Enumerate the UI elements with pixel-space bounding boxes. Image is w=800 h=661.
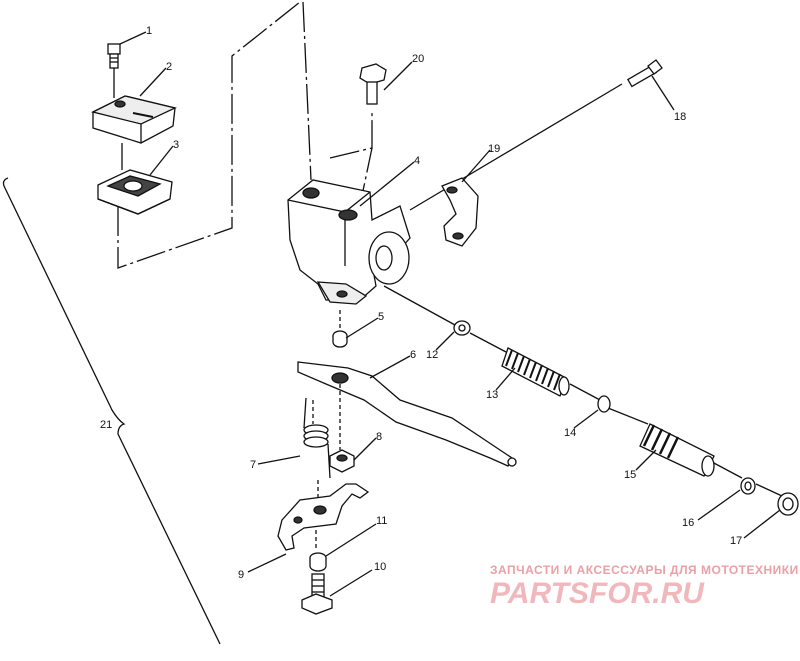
screw-icon <box>107 43 121 69</box>
callout-9: 9 <box>238 569 244 581</box>
callout-11: 11 <box>376 515 387 527</box>
callout-21: 21 <box>100 419 112 431</box>
watermark-tagline: ЗАПЧАСТИ И АКСЕССУАРЫ ДЛЯ МОТОТЕХНИКИ <box>490 563 799 577</box>
watermark-logo: PARTSFOR.RU <box>490 577 705 610</box>
seal-icon <box>740 477 756 495</box>
callout-4: 4 <box>414 155 420 167</box>
piston-icon <box>639 423 715 477</box>
callout-10: 10 <box>374 561 386 573</box>
switch-bracket-icon <box>277 483 370 551</box>
callout-20: 20 <box>412 53 424 65</box>
callout-12: 12 <box>426 349 438 361</box>
callout-13: 13 <box>486 389 498 401</box>
torsion-spring-icon <box>303 397 331 479</box>
bushing-icon <box>332 330 348 348</box>
callout-8: 8 <box>376 431 382 443</box>
bolt-icon <box>301 573 333 615</box>
callout-5: 5 <box>378 311 384 323</box>
diaphragm-icon <box>97 169 173 215</box>
callout-15: 15 <box>624 469 636 481</box>
circlip-icon <box>597 395 611 413</box>
piston-spring-icon <box>501 347 570 397</box>
brake-lever-icon <box>297 361 517 467</box>
callout-labels: 1 2 3 4 5 6 7 8 9 10 11 12 13 14 15 16 1… <box>100 25 742 581</box>
callout-19: 19 <box>488 143 500 155</box>
callout-18: 18 <box>674 111 686 123</box>
callout-14: 14 <box>564 427 576 439</box>
callout-3: 3 <box>173 139 179 151</box>
callout-7: 7 <box>250 459 256 471</box>
callout-17: 17 <box>730 535 742 547</box>
callout-2: 2 <box>166 61 172 73</box>
callout-6: 6 <box>410 349 416 361</box>
washer-nut-icon <box>309 552 327 572</box>
pivot-bolt-icon <box>359 63 387 105</box>
master-cylinder-body-icon <box>287 179 411 305</box>
boot-icon <box>777 492 799 516</box>
reservoir-cover-icon <box>91 95 177 144</box>
clamp-bolt-icon <box>626 59 663 88</box>
callout-1: 1 <box>146 25 152 37</box>
nut-icon <box>329 449 355 473</box>
clamp-icon <box>441 177 479 247</box>
callout-16: 16 <box>682 517 694 529</box>
watermark: ЗАПЧАСТИ И АКСЕССУАРЫ ДЛЯ МОТОТЕХНИКИ PA… <box>490 563 799 610</box>
washer-icon <box>453 320 471 336</box>
